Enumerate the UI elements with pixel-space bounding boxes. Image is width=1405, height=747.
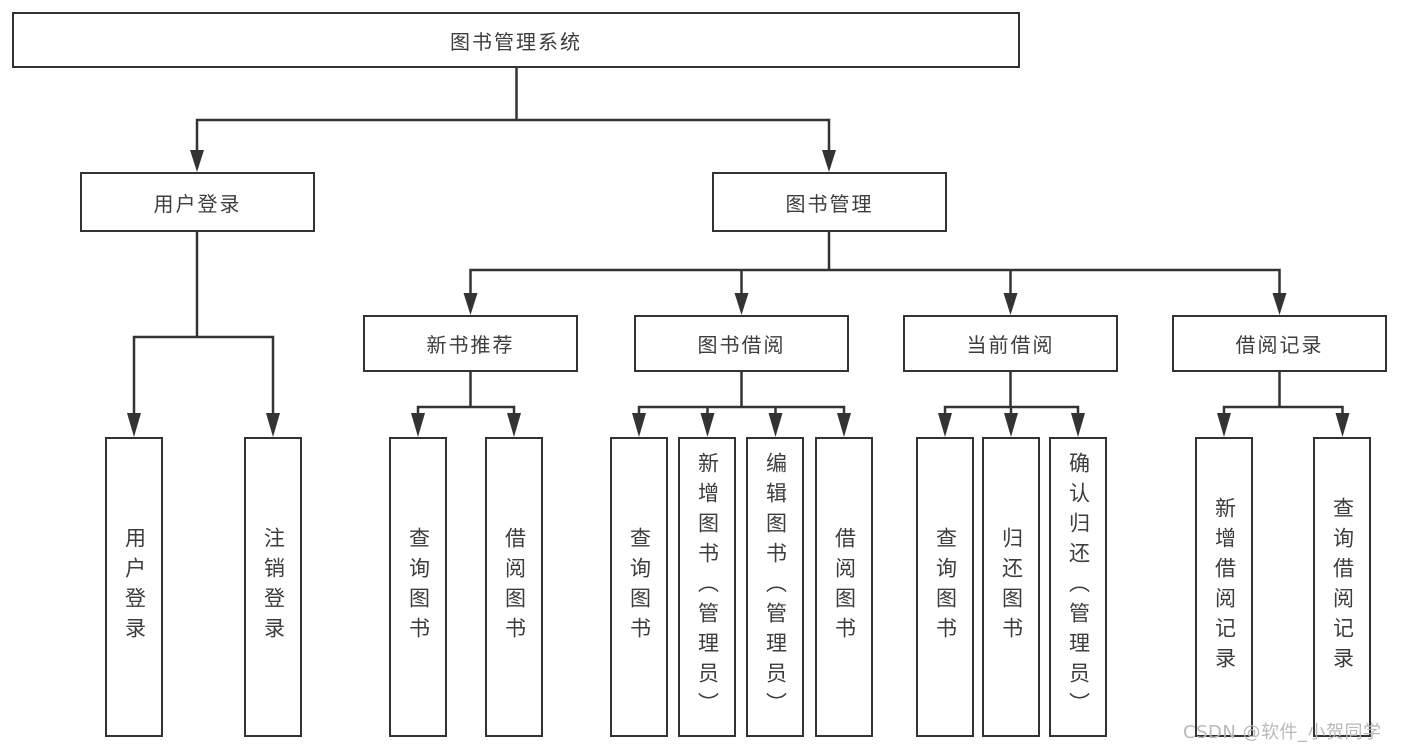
node-label: 查询图书: [406, 527, 431, 647]
node-leaf-query-books: 查询图书: [389, 437, 447, 737]
node-leaf-query-books: 查询图书: [916, 437, 974, 737]
csdn-watermark: CSDN @软件_小贺同学: [1183, 722, 1382, 743]
node-label: 用户登录: [122, 527, 147, 647]
node-leaf-user-login: 用户登录: [105, 437, 163, 737]
node-label: 借阅图书: [502, 527, 527, 647]
node-label: 当前借阅: [966, 333, 1055, 357]
node-leaf-logout: 注销登录: [244, 437, 302, 737]
node-borrowing-records: 借阅记录: [1172, 315, 1387, 372]
node-current-borrowing: 当前借阅: [903, 315, 1118, 372]
arrowheads: [127, 150, 1350, 437]
node-label: 确认归还（管理员）: [1066, 452, 1091, 722]
connector-login-to-leaves: [132, 232, 275, 416]
node-label: 归还图书: [999, 527, 1024, 647]
node-leaf-add-books-admin: 新增图书（管理员）: [678, 437, 736, 737]
node-label: 图书管理系统: [450, 29, 582, 54]
node-label: 图书借阅: [697, 333, 786, 357]
connector-borrowrecord-to-leaves: [1222, 372, 1344, 417]
node-label: 用户登录: [153, 191, 242, 216]
node-label: 新增图书（管理员）: [695, 452, 720, 722]
node-leaf-return-books: 归还图书: [982, 437, 1040, 737]
node-label: 查询图书: [933, 527, 958, 647]
node-leaf-borrow-books: 借阅图书: [485, 437, 543, 737]
node-label: 查询借阅记录: [1330, 497, 1355, 677]
node-leaf-borrow-books: 借阅图书: [815, 437, 873, 737]
connector-system-to-level1: [195, 68, 831, 152]
connector-bookmgmt-to-level2: [469, 232, 1281, 296]
node-leaf-edit-books-admin: 编辑图书（管理员）: [746, 437, 804, 737]
connector-bookborrow-to-leaves: [637, 372, 846, 417]
node-label: 查询图书: [627, 527, 652, 647]
node-book-borrowing: 图书借阅: [634, 315, 849, 372]
connector-currentborrow-to-leaves: [943, 372, 1080, 417]
node-label: 新增借阅记录: [1212, 497, 1237, 677]
node-label: 借阅图书: [832, 527, 857, 647]
node-system-root: 图书管理系统: [12, 12, 1020, 68]
node-leaf-add-borrow-record: 新增借阅记录: [1195, 437, 1253, 737]
node-leaf-query-books: 查询图书: [610, 437, 668, 737]
node-leaf-query-borrow-record: 查询借阅记录: [1313, 437, 1371, 737]
node-new-book-recommend: 新书推荐: [363, 315, 578, 372]
node-leaf-confirm-return-admin: 确认归还（管理员）: [1049, 437, 1107, 737]
node-label: 编辑图书（管理员）: [763, 452, 788, 722]
node-label: 注销登录: [261, 527, 286, 647]
connector-newbookrec-to-leaves: [416, 372, 516, 417]
node-label: 借阅记录: [1235, 333, 1324, 357]
node-label: 图书管理: [785, 191, 874, 216]
node-book-management: 图书管理: [712, 172, 947, 232]
node-label: 新书推荐: [426, 333, 515, 357]
node-user-login-branch: 用户登录: [80, 172, 315, 232]
